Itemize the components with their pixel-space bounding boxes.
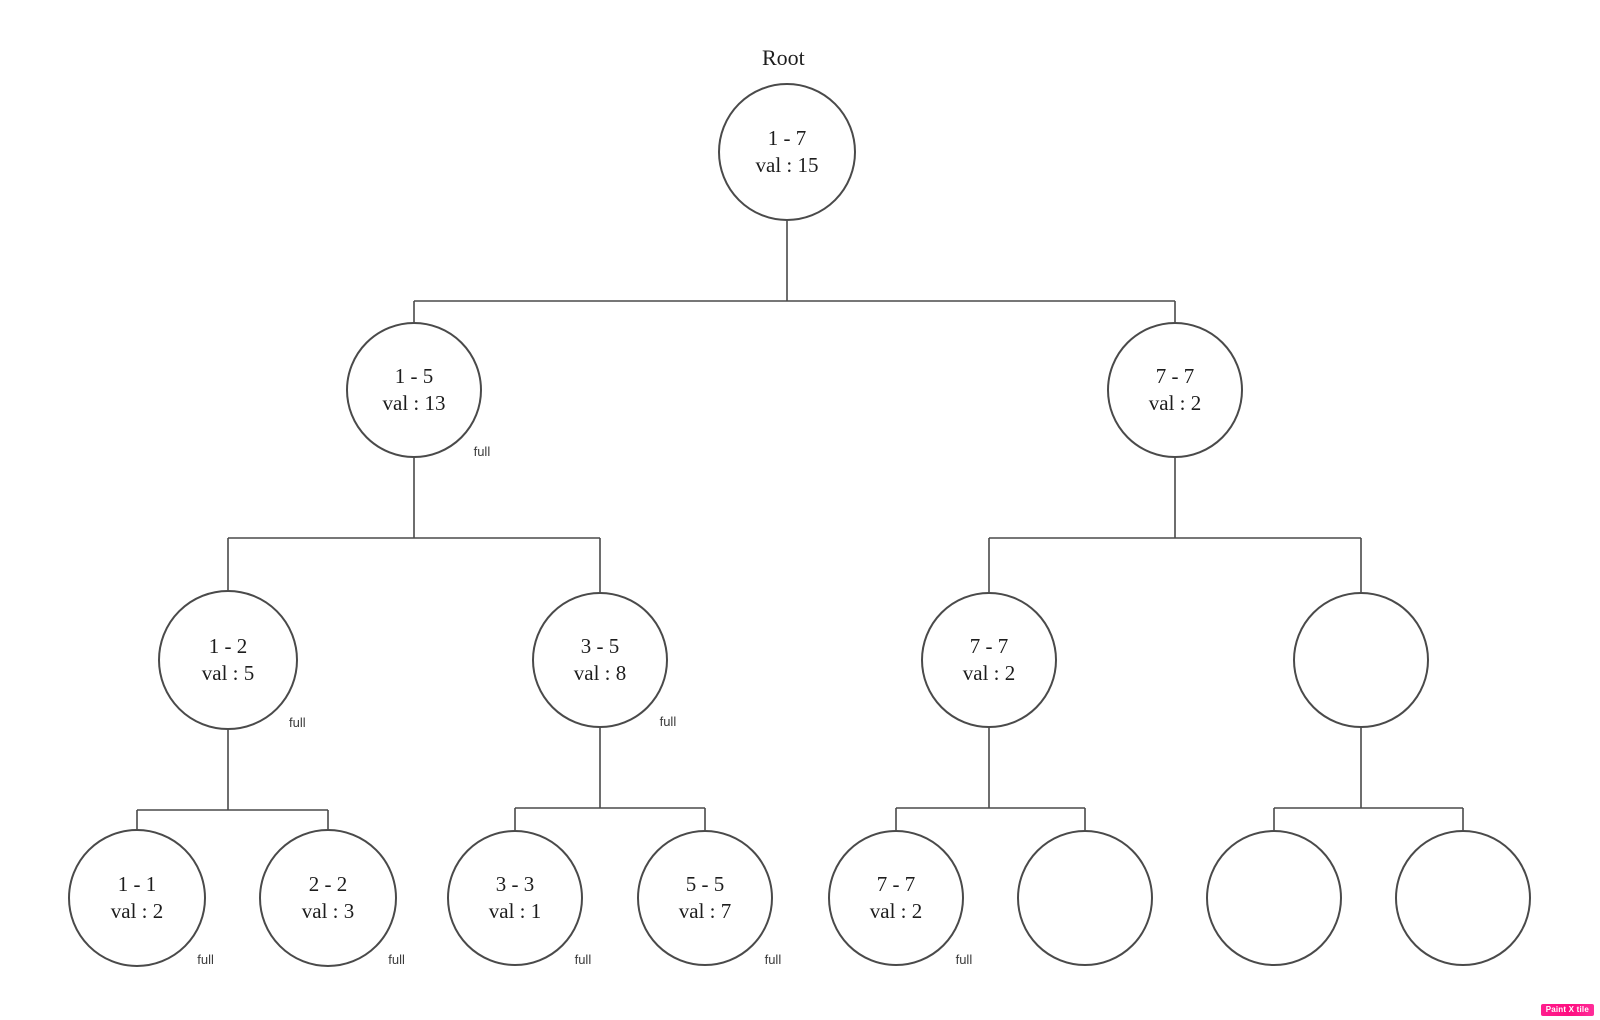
node-value-label: val : 2	[962, 661, 1016, 685]
edge-connector	[988, 458, 1362, 592]
node-range-label: 3 - 3	[495, 872, 535, 897]
node-range-label: 7 - 7	[1155, 364, 1195, 389]
edge-connector	[413, 221, 1176, 322]
node-value-label: val : 2	[110, 899, 164, 923]
node-range-label: 1 - 1	[117, 872, 157, 897]
tree-node[interactable]	[1293, 592, 1429, 728]
root-label: Root	[762, 45, 805, 70]
node-value-label: val : 13	[382, 391, 446, 415]
node-value-label: val : 8	[573, 661, 627, 685]
watermark-badge: Paint X tile	[1540, 1004, 1594, 1016]
node-range-label: 3 - 5	[580, 634, 620, 659]
node-full-badge: full	[289, 715, 306, 730]
node-full-badge: full	[197, 952, 214, 968]
edge-connector	[895, 728, 1086, 830]
node-value-label: val : 2	[869, 899, 923, 923]
tree-node[interactable]	[1206, 830, 1342, 966]
node-full-badge: full	[574, 951, 592, 967]
node-range-label: 1 - 7	[767, 126, 807, 151]
node-value-label: val : 2	[1148, 391, 1202, 415]
node-value-label: val : 15	[755, 153, 819, 177]
node-range-label: 5 - 5	[685, 872, 725, 897]
node-full-badge: full	[659, 713, 677, 729]
node-range-label: 7 - 7	[876, 872, 916, 897]
edge-connector	[227, 458, 601, 592]
node-full-badge: full	[388, 952, 405, 968]
node-value-label: val : 7	[678, 899, 732, 923]
node-range-label: 2 - 2	[308, 872, 348, 897]
tree-node[interactable]	[1395, 830, 1531, 966]
node-range-label: 7 - 7	[969, 634, 1009, 659]
node-value-label: val : 1	[488, 899, 542, 923]
node-value-label: val : 5	[201, 661, 255, 685]
node-full-badge: full	[955, 951, 973, 967]
edge-connector	[514, 728, 706, 830]
tree-node[interactable]	[1017, 830, 1153, 966]
edge-connector	[1273, 728, 1464, 830]
node-value-label: val : 3	[301, 899, 355, 923]
node-range-label: 1 - 5	[394, 364, 434, 389]
node-full-badge: full	[764, 951, 782, 967]
node-range-label: 1 - 2	[208, 634, 248, 659]
edge-connector	[136, 730, 329, 829]
node-full-badge: full	[473, 443, 491, 459]
